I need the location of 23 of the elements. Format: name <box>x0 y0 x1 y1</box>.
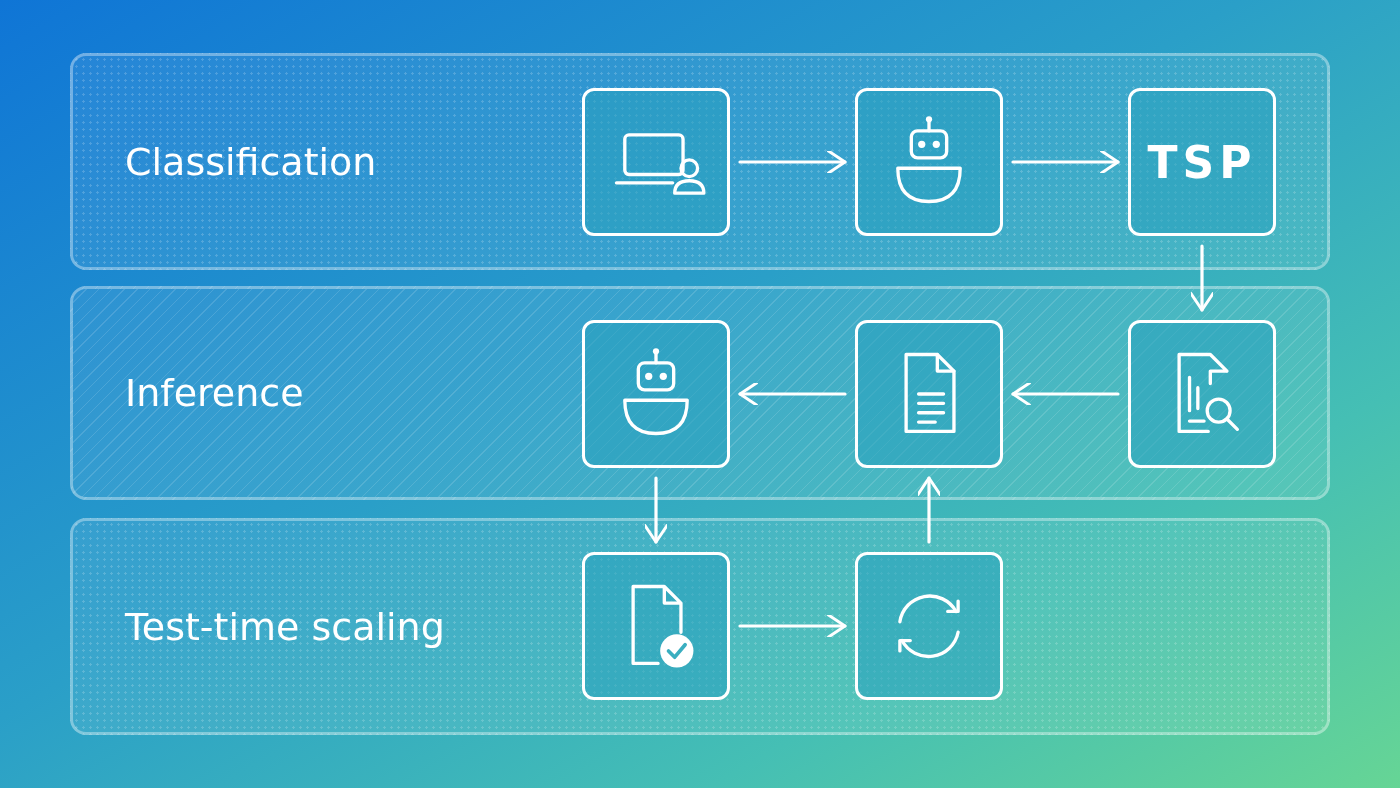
arrow <box>916 476 942 544</box>
icon-box <box>855 320 1003 468</box>
swimlane-band <box>70 286 1330 500</box>
arrow <box>1011 381 1120 407</box>
arrow <box>738 613 847 639</box>
arrow <box>738 381 847 407</box>
arrow <box>643 476 669 544</box>
icon-box <box>582 552 730 700</box>
arrow <box>1189 244 1215 312</box>
icon-box <box>582 88 730 236</box>
arrow <box>738 149 847 175</box>
lane-title: Inference <box>125 371 304 415</box>
arrow <box>1011 149 1120 175</box>
process-label: TSP <box>1147 136 1257 188</box>
swimlane-band <box>70 518 1330 735</box>
process-box <box>1128 88 1276 236</box>
lane-title: Classification <box>125 139 377 184</box>
icon-box <box>855 88 1003 236</box>
swimlane-band <box>70 53 1330 270</box>
lane-title: Test-time scaling <box>125 604 445 649</box>
icon-box <box>1128 320 1276 468</box>
icon-box <box>855 552 1003 700</box>
icon-box <box>582 320 730 468</box>
